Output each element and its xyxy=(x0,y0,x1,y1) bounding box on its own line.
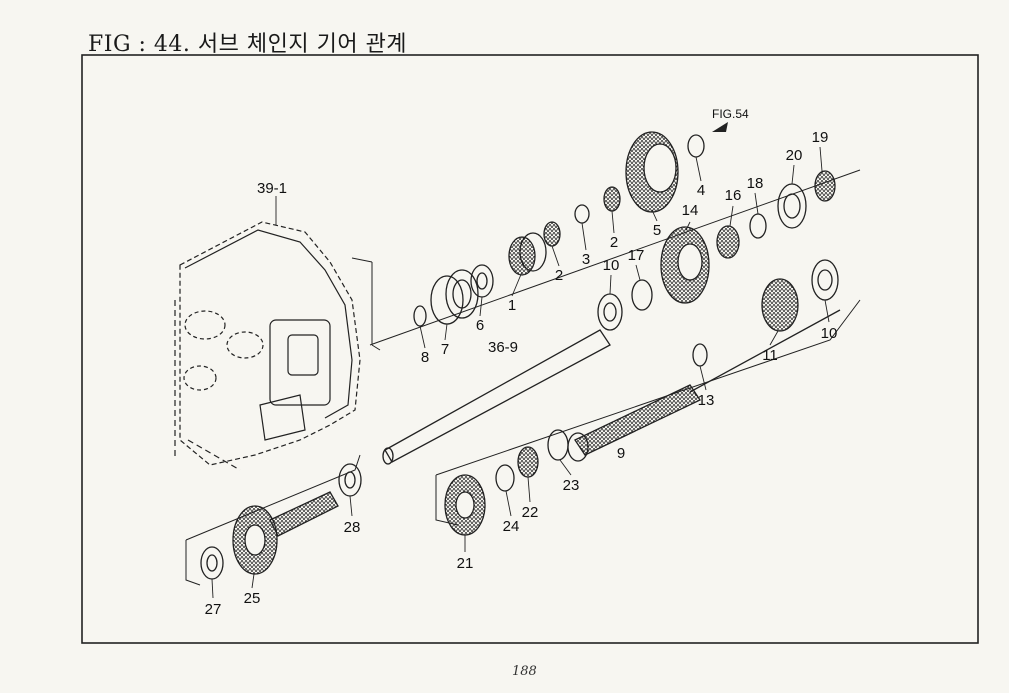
diagram-frame xyxy=(81,54,979,644)
callout-label: 19 xyxy=(812,129,829,146)
callout-label: 2 xyxy=(555,267,563,284)
callout-label: 25 xyxy=(244,590,261,607)
part-8-snap-ring xyxy=(413,305,427,327)
callout-label: 17 xyxy=(628,247,645,264)
callout-label: 21 xyxy=(457,555,474,572)
callout-label: 36-9 xyxy=(488,339,518,356)
transmission-housing xyxy=(174,221,361,471)
callout-label: 39-1 xyxy=(257,180,287,197)
callout-label: 14 xyxy=(682,202,699,219)
callout-label: 24 xyxy=(503,518,520,535)
part-18-snap-ring xyxy=(749,213,767,239)
part-2-needle-bearing-b xyxy=(603,186,621,212)
part-27-bearing xyxy=(200,546,224,580)
part-10-bearing-upper xyxy=(597,293,623,331)
callout-label: 3 xyxy=(582,251,590,268)
callout-label: 10 xyxy=(821,325,838,342)
fig-reference-label: FIG.54 xyxy=(712,107,749,121)
part-3-collar xyxy=(574,204,590,224)
part-23-collar xyxy=(547,429,569,461)
callout-label: 2 xyxy=(610,234,618,251)
callout-label: 22 xyxy=(522,504,539,521)
part-9-main-shaft xyxy=(567,309,841,462)
part-16-bearing xyxy=(716,225,740,259)
callout-label: 11 xyxy=(762,347,778,364)
callout-label: 5 xyxy=(653,222,661,239)
callout-label: 27 xyxy=(205,601,222,618)
callout-label: 10 xyxy=(603,257,620,274)
callout-labels: FIG.54 39-1 1 2 2 3 4 5 6 7 8 36-9 10 10… xyxy=(205,107,838,618)
callout-label: 9 xyxy=(617,445,625,462)
part-10-bearing-lower xyxy=(811,259,839,301)
callout-label: 13 xyxy=(698,392,715,409)
callout-label: 4 xyxy=(697,182,705,199)
callout-label: 23 xyxy=(563,477,580,494)
part-25-gear-shaft xyxy=(232,491,339,575)
part-20-sleeve xyxy=(777,183,807,229)
part-13-snap-ring xyxy=(692,343,708,367)
part-11-gear xyxy=(761,278,799,332)
part-4-washer xyxy=(687,134,705,158)
part-24-washer xyxy=(495,464,515,492)
part-6-hub xyxy=(470,264,494,298)
callout-label: 18 xyxy=(747,175,764,192)
part-19-bearing xyxy=(814,170,836,202)
page-number: 188 xyxy=(512,664,537,679)
callout-label: 20 xyxy=(786,147,803,164)
callout-label: 16 xyxy=(725,187,742,204)
part-14-gear xyxy=(660,226,710,304)
callout-label: 28 xyxy=(344,519,361,536)
part-5-large-gear xyxy=(625,131,679,213)
part-17-ring xyxy=(631,279,653,311)
fig54-arrow-icon xyxy=(712,122,728,132)
part-28-bearing xyxy=(338,463,362,497)
callout-label: 1 xyxy=(508,297,516,314)
part-36-9-shaft xyxy=(382,329,611,465)
leader-lines xyxy=(211,146,830,599)
part-21-gear xyxy=(444,474,486,536)
figure-title: FIG : 44. 서브 체인지 기어 관계 xyxy=(88,32,408,57)
callout-label: 7 xyxy=(441,341,449,358)
part-2-needle-bearing-a xyxy=(543,221,561,247)
part-1-gear xyxy=(508,232,547,276)
part-22-bearing xyxy=(517,446,539,478)
callout-label: 6 xyxy=(476,317,484,334)
callout-label: 8 xyxy=(421,349,429,366)
